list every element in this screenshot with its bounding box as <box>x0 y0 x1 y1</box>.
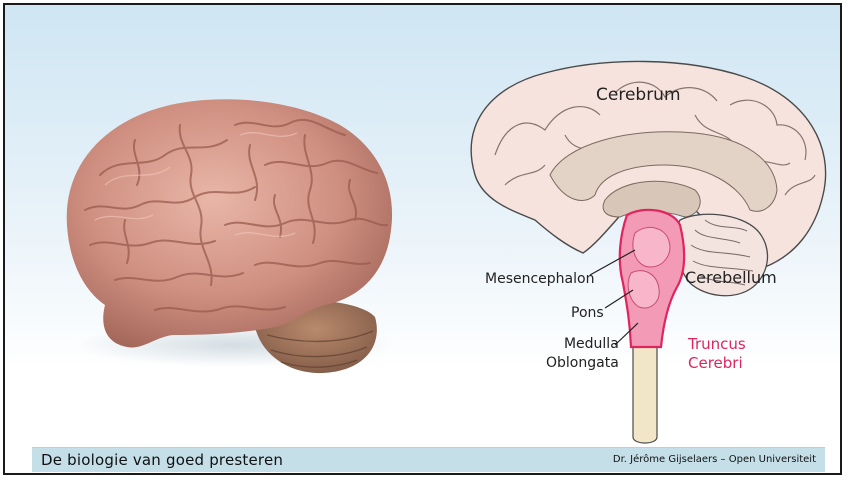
diagram-spinal-cord <box>633 345 657 443</box>
label-pons: Pons <box>571 305 604 321</box>
label-truncus-line2: Cerebri <box>688 354 746 373</box>
label-mesencephalon: Mesencephalon <box>485 271 594 287</box>
label-medulla-line1: Medulla <box>546 335 619 354</box>
label-truncus-line1: Truncus <box>688 335 746 354</box>
brain-photo <box>67 99 395 373</box>
footer-credit: Dr. Jérôme Gijselaers – Open Universitei… <box>613 454 816 465</box>
label-truncus-cerebri: Truncus Cerebri <box>688 335 746 373</box>
label-medulla-oblongata: Medulla Oblongata <box>546 335 619 373</box>
label-cerebrum: Cerebrum <box>596 85 681 105</box>
label-medulla-line2: Oblongata <box>546 354 619 373</box>
footer-bar: De biologie van goed presteren Dr. Jérôm… <box>32 447 825 472</box>
sagittal-diagram <box>471 61 825 443</box>
slide-frame: Cerebrum Cerebellum Mesencephalon Pons M… <box>3 3 842 475</box>
footer-title: De biologie van goed presteren <box>41 451 283 469</box>
label-cerebellum: Cerebellum <box>685 268 777 287</box>
slide-artwork <box>5 5 842 475</box>
